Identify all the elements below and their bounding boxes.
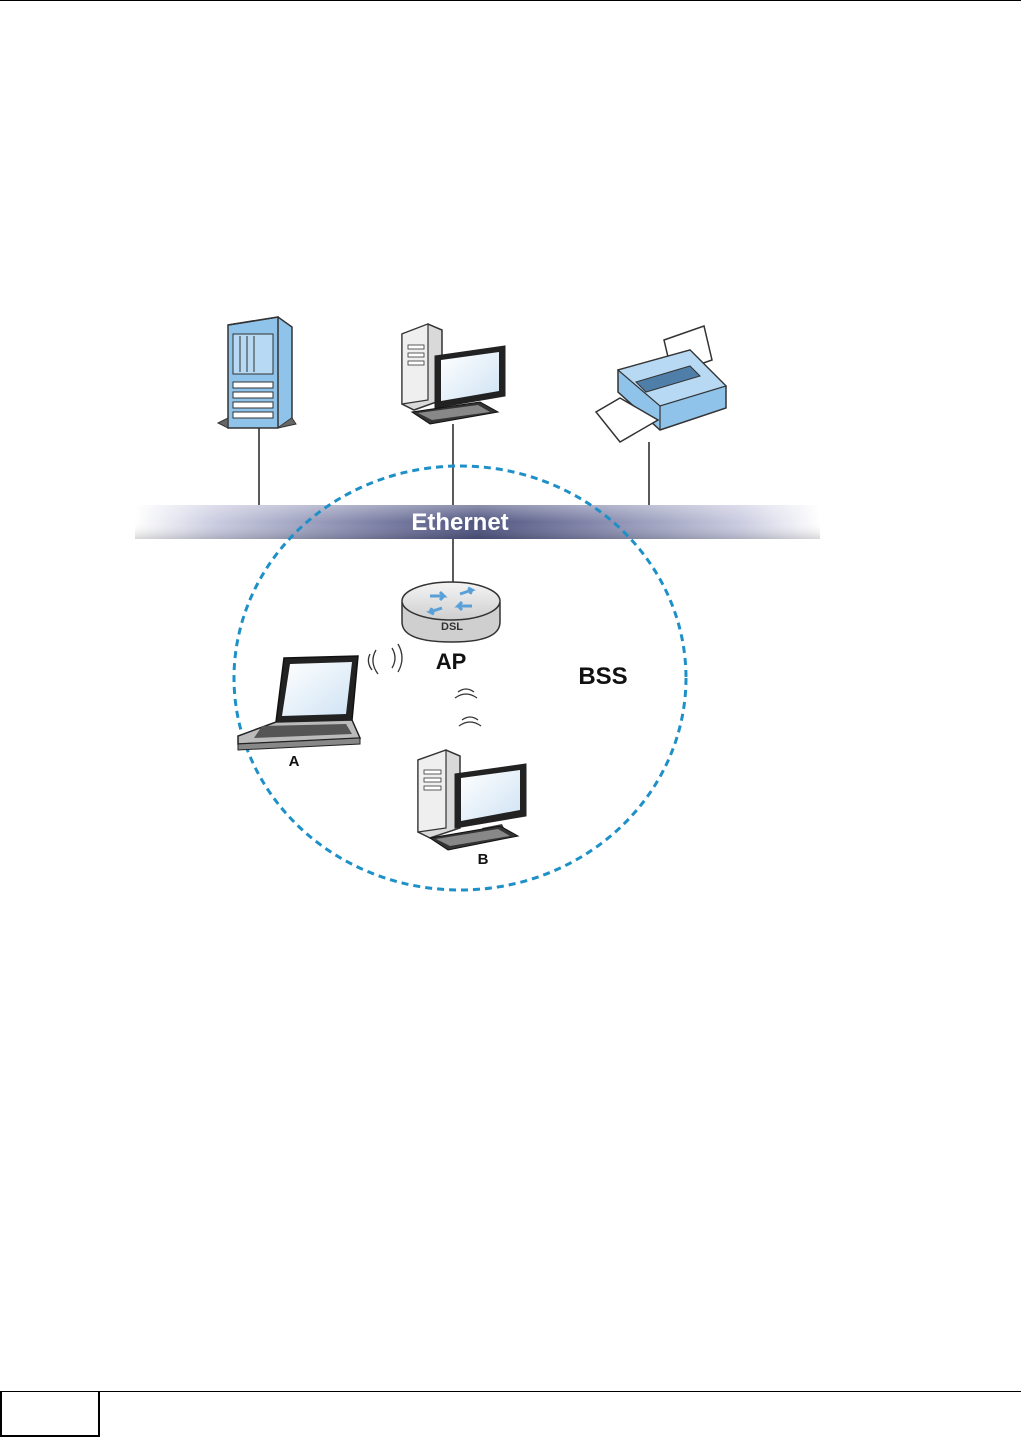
wireless-signal-icon	[455, 689, 481, 726]
page-number-box	[0, 1391, 100, 1437]
desktop-computer-icon	[402, 324, 505, 424]
footer-rule	[0, 1391, 1021, 1392]
client-b-label: B	[478, 851, 489, 868]
ap-label: AP	[436, 649, 467, 674]
bss-label: BSS	[578, 663, 627, 690]
printer-icon	[596, 326, 726, 442]
wireless-signal-icon	[368, 644, 402, 674]
router-icon: DSL	[402, 582, 500, 642]
ethernet-label: Ethernet	[411, 509, 508, 536]
router-badge-label: DSL	[441, 621, 463, 633]
client-a-label: A	[289, 753, 300, 770]
server-icon	[218, 317, 296, 428]
laptop-icon	[238, 656, 360, 750]
desktop-computer-icon	[418, 750, 526, 850]
ethernet-bus: Ethernet	[135, 505, 820, 539]
bss-network-diagram: Ethernet	[0, 0, 1021, 1000]
